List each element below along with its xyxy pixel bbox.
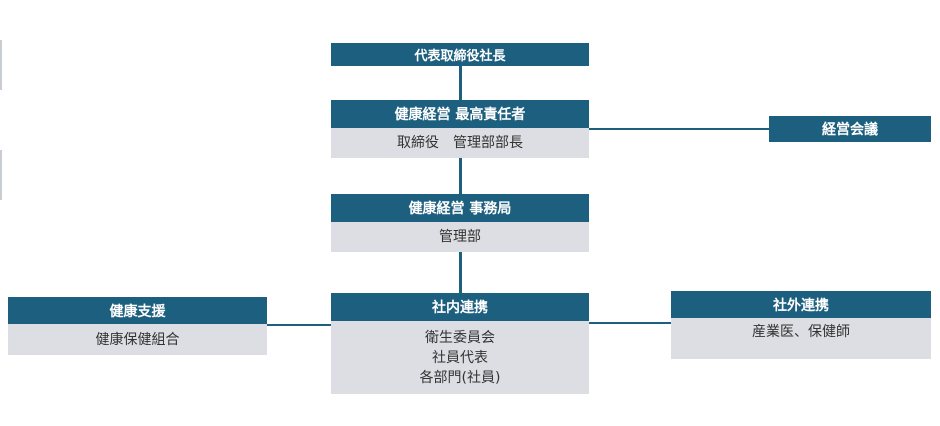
node-internal-body-line: 衛生委員会 xyxy=(425,329,495,346)
node-internal-title: 社内連携 xyxy=(331,293,589,321)
node-meeting: 経営会議 xyxy=(769,116,931,142)
node-support-title: 健康支援 xyxy=(8,297,267,324)
node-internal-body: 衛生委員会 社員代表 各部門(社員) xyxy=(331,321,589,394)
node-external-body-line: 産業医、保健師 xyxy=(752,324,850,340)
node-cho-body-line: 取締役 管理部部長 xyxy=(397,135,523,151)
node-office-body-line: 管理部 xyxy=(439,229,481,245)
node-cho-title: 健康経営 最高責任者 xyxy=(331,100,589,128)
node-office-body: 管理部 xyxy=(331,222,589,252)
connector-internal-external xyxy=(589,322,671,324)
connector-office-internal xyxy=(459,252,462,293)
node-meeting-title: 経営会議 xyxy=(769,116,931,142)
node-internal-body-line: 各部門(社員) xyxy=(419,369,501,386)
node-internal: 社内連携 衛生委員会 社員代表 各部門(社員) xyxy=(331,293,589,394)
node-external-title: 社外連携 xyxy=(671,291,931,318)
node-cho-body: 取締役 管理部部長 xyxy=(331,128,589,158)
connector-cho-office xyxy=(459,158,462,194)
node-office: 健康経営 事務局 管理部 xyxy=(331,194,589,252)
node-support-body: 健康保健組合 xyxy=(8,324,267,355)
node-external-body: 産業医、保健師 xyxy=(671,318,931,359)
edge-mark-top xyxy=(0,40,2,90)
edge-mark-bottom xyxy=(0,150,2,200)
node-support-body-line: 健康保健組合 xyxy=(95,331,180,348)
connector-cho-meeting xyxy=(589,128,769,130)
connector-support-internal xyxy=(267,324,331,326)
node-external: 社外連携 産業医、保健師 xyxy=(671,291,931,359)
node-internal-body-line: 社員代表 xyxy=(432,349,488,366)
node-cho: 健康経営 最高責任者 取締役 管理部部長 xyxy=(331,100,589,158)
node-support: 健康支援 健康保健組合 xyxy=(8,297,267,355)
connector-president-cho xyxy=(459,66,462,100)
node-president-title: 代表取締役社長 xyxy=(331,43,589,66)
node-president: 代表取締役社長 xyxy=(331,43,589,66)
node-office-title: 健康経営 事務局 xyxy=(331,194,589,222)
